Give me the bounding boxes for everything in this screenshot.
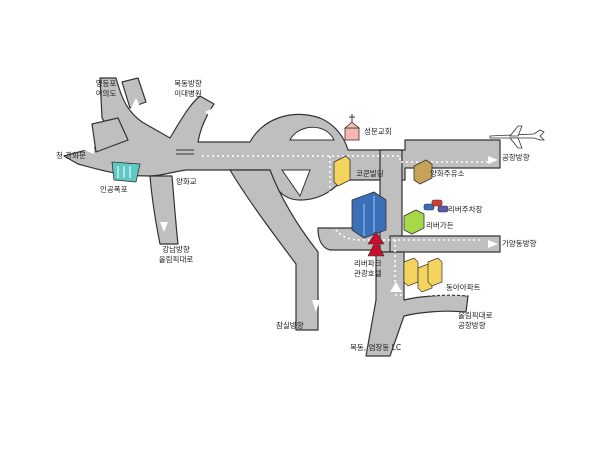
label-yeongdeungpo-2: 여의도: [96, 88, 117, 98]
label-mokdong-lc: 목동, 염창동 LC: [350, 343, 401, 352]
gas-station-building: [413, 159, 433, 185]
arrow-east-2: [488, 240, 498, 248]
label-airport: 공항방향: [502, 152, 530, 162]
traffic-island-north: [289, 126, 335, 141]
arrow-ne: [205, 108, 213, 117]
label-parking: 리버주차장: [448, 204, 483, 214]
traffic-island: [281, 169, 311, 198]
label-cheongwamun: 청 광화문: [56, 150, 86, 160]
waterfall-icon: [111, 161, 141, 183]
airplane-icon: [489, 125, 545, 149]
garden-building: [403, 209, 425, 235]
arrow-east: [488, 156, 498, 164]
label-yanghwagyo: 양화교: [176, 177, 197, 186]
arrow-down-left: [160, 222, 168, 232]
label-olympic-airport-2: 공항방향: [458, 320, 486, 330]
arrow-west: [84, 146, 94, 154]
label-hotel-2: 관광호텔: [354, 268, 382, 278]
label-hotel-1: 리버파크: [354, 258, 382, 268]
label-church: 성문교회: [364, 127, 392, 136]
label-jamsil: 잠실방향: [276, 320, 304, 330]
label-dong-a: 동아아파트: [446, 282, 481, 292]
label-yeongdeungpo-1: 영등포: [96, 78, 117, 88]
label-olympic-airport-1: 올림픽대로: [458, 310, 493, 320]
arrow-down: [312, 300, 320, 312]
label-corner-building: 코쿤빌딩: [356, 168, 384, 178]
parking-cars: [423, 199, 449, 213]
label-garden: 리버가든: [426, 220, 454, 230]
label-gayang: 가양동방향: [502, 238, 537, 248]
road-east-gayang: [389, 235, 501, 253]
route-dotted-line: [202, 155, 490, 296]
road-south: [365, 251, 469, 357]
road-central-south: [229, 169, 319, 331]
arrow-up-south: [390, 282, 402, 292]
label-mokdong-1: 목동방향: [174, 78, 202, 88]
church-icon: [343, 114, 361, 141]
road-south-west: [149, 175, 179, 245]
corner-building: [333, 155, 351, 187]
road-west-spur: [91, 117, 129, 153]
label-mokdong-2: 이대병원: [174, 88, 202, 98]
road-network: [63, 77, 501, 357]
road-north-spur: [121, 77, 147, 109]
hotel-building-icon: [351, 191, 387, 239]
location-marker-arrow: [367, 231, 385, 257]
direction-arrows: [84, 98, 498, 312]
bridge-mark: [176, 149, 194, 155]
label-gangnam-1: 강남방향: [162, 244, 190, 254]
label-gas-station: 양화주유소: [430, 169, 465, 178]
label-gangnam-2: 올림픽대로: [159, 254, 194, 264]
label-waterfall: 인공폭포: [100, 184, 128, 194]
apartment-buildings: [403, 257, 443, 293]
arrow-up: [130, 98, 142, 110]
